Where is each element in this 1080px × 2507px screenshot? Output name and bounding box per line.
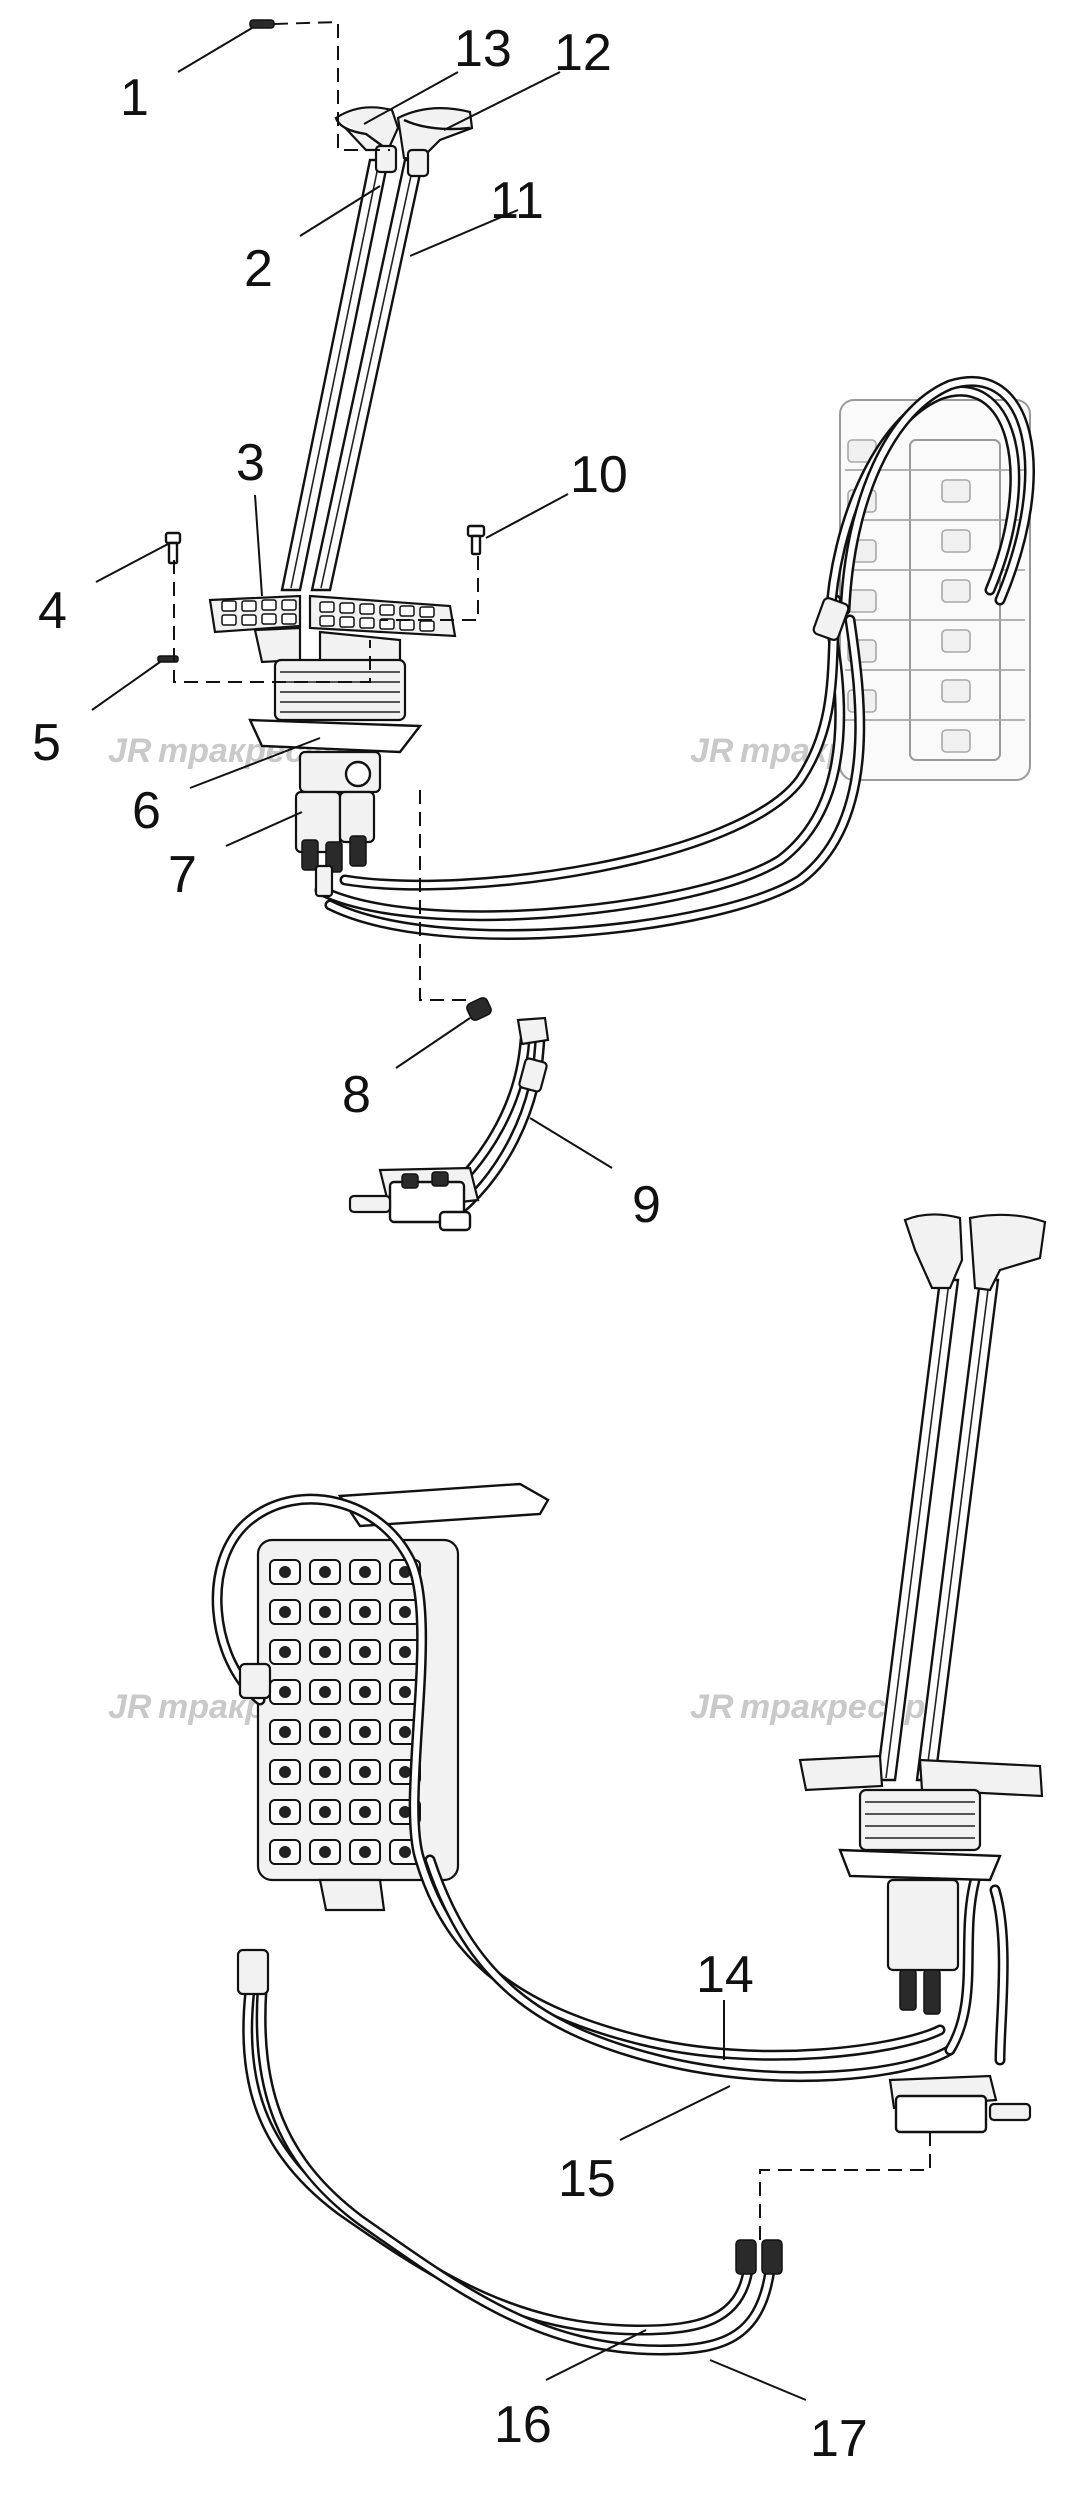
- dashed-assembly-lines: [173, 20, 931, 2240]
- svg-text:JR: JR: [108, 1688, 152, 1726]
- callout-2: 2: [244, 240, 273, 298]
- watermark-text: тракресурс: [740, 1688, 944, 1726]
- shuttle-block-9: [348, 1016, 550, 1232]
- callout-9: 9: [632, 1176, 661, 1234]
- callout-10: 10: [570, 446, 628, 504]
- svg-text:JR: JR: [108, 732, 152, 770]
- callout-17: 17: [810, 2410, 868, 2468]
- return-hoses: [236, 1948, 783, 2356]
- bolt-1: [249, 19, 275, 29]
- distributor-valve-block: [256, 1482, 550, 1912]
- callout-labels: 1 2 3 4 5 6 7 8 9 10 11 12 13 14 15 16 1…: [32, 20, 868, 2468]
- callout-7: 7: [168, 846, 197, 904]
- callout-4: 4: [38, 582, 67, 640]
- valve-fittings: [301, 835, 367, 898]
- bottom-hose-bundle: [211, 1493, 1009, 2083]
- callout-15: 15: [558, 2150, 616, 2208]
- control-levers: [280, 158, 425, 592]
- foot-pedals: [208, 594, 457, 670]
- top-hose-bundle: [314, 375, 1035, 940]
- callout-14: 14: [696, 1946, 754, 2004]
- svg-text:JR: JR: [690, 1688, 734, 1726]
- callout-16: 16: [494, 2396, 552, 2454]
- callout-6: 6: [132, 782, 161, 840]
- callout-1: 1: [120, 69, 149, 127]
- bolt-4: [164, 531, 182, 565]
- callout-8: 8: [342, 1066, 371, 1124]
- watermark-logo: JR тракресурс: [690, 1688, 944, 1726]
- callout-11: 11: [490, 172, 544, 230]
- lever-assembly-right: [798, 1213, 1047, 2134]
- faded-valve-block: [839, 399, 1031, 781]
- pilot-valve: [248, 658, 423, 854]
- nut-8: [466, 997, 492, 1021]
- svg-text:JR: JR: [690, 732, 734, 770]
- leader-lines: [91, 27, 807, 2401]
- lever-handles: [334, 106, 474, 178]
- callout-13: 13: [454, 20, 512, 78]
- callout-5: 5: [32, 714, 61, 772]
- callout-12: 12: [554, 24, 612, 82]
- callout-3: 3: [236, 434, 265, 492]
- bolt-10: [466, 524, 486, 556]
